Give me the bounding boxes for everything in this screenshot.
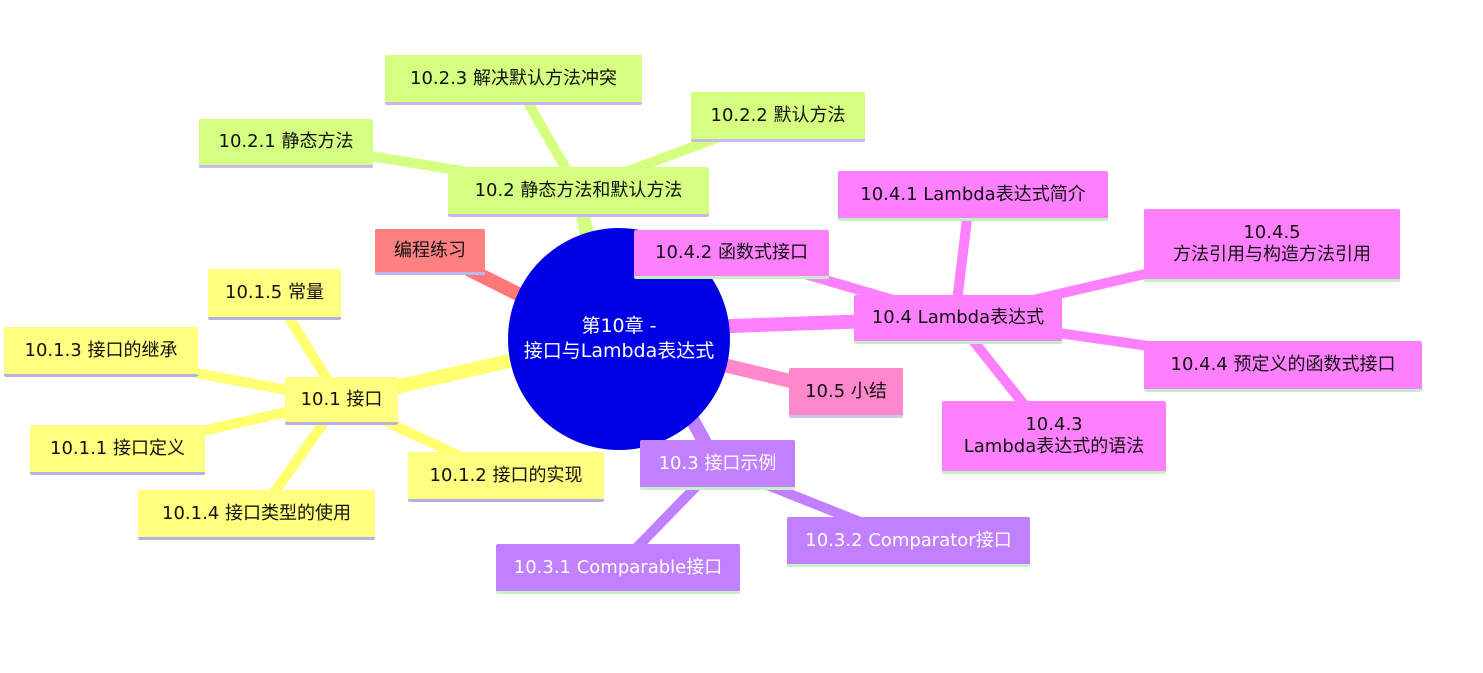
- topic-10-1-3-label: 10.1.3 接口的继承: [24, 339, 178, 361]
- topic-10-5-label: 10.5 小结: [805, 380, 887, 402]
- topic-10-3-1[interactable]: 10.3.1 Comparable接口: [496, 544, 740, 594]
- topic-10-1-5-label: 10.1.5 常量: [225, 282, 324, 303]
- topic-10-4-1[interactable]: 10.4.1 Lambda表达式简介: [838, 171, 1108, 221]
- topic-10-1-label: 10.1 接口: [300, 388, 383, 410]
- topic-10-2-2-label: 10.2.2 默认方法: [710, 104, 846, 126]
- topic-10-3-label: 10.3 接口示例: [658, 452, 777, 474]
- topic-10-4-4-label: 10.4.4 预定义的函数式接口: [1170, 354, 1396, 375]
- topic-10-1-3[interactable]: 10.1.3 接口的继承: [4, 327, 198, 377]
- central-topic-line-1: 第10章 -: [581, 315, 657, 337]
- topic-10-4-5-label-line-1: 10.4.5: [1243, 222, 1301, 243]
- topic-10-1-5[interactable]: 10.1.5 常量: [208, 269, 341, 320]
- topic-10-4-2-label: 10.4.2 函数式接口: [655, 242, 808, 263]
- topic-10-2-label: 10.2 静态方法和默认方法: [474, 179, 683, 201]
- topic-10-2[interactable]: 10.2 静态方法和默认方法: [448, 167, 709, 217]
- topic-10-1-2-label: 10.1.2 接口的实现: [429, 464, 583, 486]
- topic-10-1-2[interactable]: 10.1.2 接口的实现: [408, 452, 604, 502]
- topic-10-1[interactable]: 10.1 接口: [285, 377, 398, 425]
- topic-10-4-5[interactable]: 10.4.5 方法引用与构造方法引用: [1144, 209, 1400, 282]
- topic-10-3-2[interactable]: 10.3.2 Comparator接口: [787, 517, 1030, 567]
- topic-practice-label: 编程练习: [394, 239, 466, 261]
- topic-10-4-label: 10.4 Lambda表达式: [871, 307, 1045, 328]
- topic-practice[interactable]: 编程练习: [375, 229, 485, 275]
- topic-10-2-3-label: 10.2.3 解决默认方法冲突: [410, 67, 617, 89]
- topic-10-2-3[interactable]: 10.2.3 解决默认方法冲突: [385, 55, 642, 105]
- topic-10-3[interactable]: 10.3 接口示例: [640, 440, 795, 490]
- topic-10-3-2-label: 10.3.2 Comparator接口: [805, 529, 1012, 551]
- topic-10-1-1[interactable]: 10.1.1 接口定义: [30, 425, 205, 475]
- topic-10-4-3-label-line-1: 10.4.3: [1025, 414, 1083, 435]
- topic-10-4[interactable]: 10.4 Lambda表达式: [854, 295, 1062, 344]
- topic-10-1-4-label: 10.1.4 接口类型的使用: [162, 502, 351, 524]
- topic-10-1-1-label: 10.1.1 接口定义: [50, 437, 185, 459]
- topic-10-5[interactable]: 10.5 小结: [789, 368, 903, 418]
- topic-10-2-1[interactable]: 10.2.1 静态方法: [199, 119, 373, 168]
- central-topic-line-2: 接口与Lambda表达式: [523, 340, 715, 362]
- topic-10-2-2[interactable]: 10.2.2 默认方法: [691, 92, 865, 142]
- topic-10-2-1-label: 10.2.1 静态方法: [218, 131, 354, 152]
- topic-10-4-2[interactable]: 10.4.2 函数式接口: [634, 230, 829, 279]
- topic-10-4-3-label-line-2: Lambda表达式的语法: [963, 436, 1145, 457]
- topic-10-4-5-label-line-2: 方法引用与构造方法引用: [1173, 244, 1371, 265]
- topic-10-3-1-label: 10.3.1 Comparable接口: [513, 556, 723, 578]
- topic-10-4-4[interactable]: 10.4.4 预定义的函数式接口: [1144, 341, 1422, 392]
- topic-10-4-3[interactable]: 10.4.3 Lambda表达式的语法: [942, 401, 1166, 474]
- topic-10-1-4[interactable]: 10.1.4 接口类型的使用: [138, 490, 375, 540]
- topic-10-4-1-label: 10.4.1 Lambda表达式简介: [860, 183, 1086, 205]
